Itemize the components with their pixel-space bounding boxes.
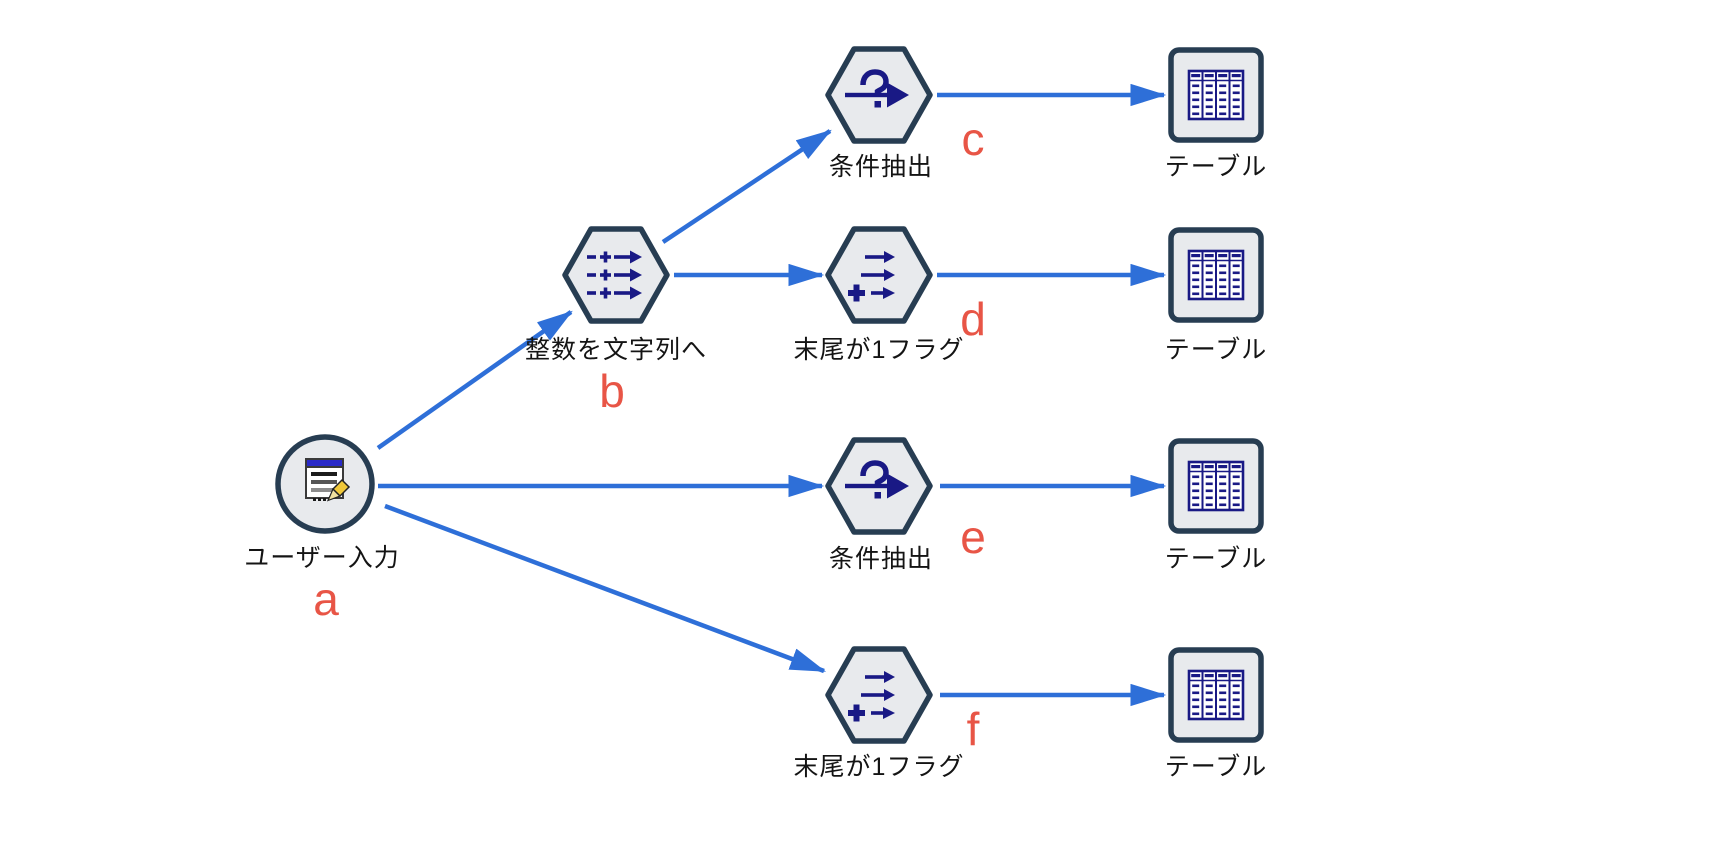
- node-derive-f[interactable]: [823, 644, 935, 751]
- node-label-table-1: テーブル: [1164, 153, 1268, 181]
- node-select-c[interactable]: [823, 44, 935, 151]
- table-icon: [1187, 669, 1245, 721]
- node-user-input[interactable]: [273, 432, 377, 541]
- annotation-letter-d: d: [960, 293, 986, 345]
- annotation-letter-c: c: [961, 113, 985, 165]
- select-icon: [845, 69, 909, 108]
- node-label-reclassify: 整数を文字列へ: [524, 336, 707, 364]
- annotation-letter-e: e: [960, 511, 986, 563]
- node-table-1[interactable]: [1166, 46, 1266, 149]
- node-table-3[interactable]: [1166, 437, 1266, 540]
- table-icon: [1187, 249, 1245, 301]
- derive-icon: [848, 671, 895, 722]
- derive-icon: [848, 251, 895, 302]
- node-label-select-c: 条件抽出: [828, 153, 933, 181]
- node-table-2[interactable]: [1166, 226, 1266, 329]
- node-label-user-input: ユーザー入力: [244, 544, 400, 572]
- connector-a-b: [376, 310, 573, 450]
- reclassify-icon: [587, 250, 642, 300]
- annotation-letter-f: f: [966, 703, 980, 755]
- node-label-derive-d: 末尾が1フラグ: [793, 336, 965, 364]
- node-derive-d[interactable]: [823, 224, 935, 331]
- select-icon: [845, 460, 909, 499]
- table-icon: [1187, 69, 1245, 121]
- node-select-e[interactable]: [823, 435, 935, 542]
- node-label-table-3: テーブル: [1164, 545, 1268, 573]
- node-label-table-4: テーブル: [1164, 753, 1268, 781]
- connector-a-f: [384, 503, 827, 674]
- annotation-letter-b: b: [599, 365, 625, 417]
- node-label-table-2: テーブル: [1164, 336, 1268, 364]
- connector-b-c: [661, 129, 832, 244]
- node-reclassify[interactable]: [560, 224, 672, 331]
- table-icon: [1187, 460, 1245, 512]
- user-input-icon: [305, 458, 351, 502]
- node-label-select-e: 条件抽出: [828, 545, 933, 573]
- node-table-4[interactable]: [1166, 646, 1266, 749]
- node-label-derive-f: 末尾が1フラグ: [793, 753, 965, 781]
- annotation-letter-a: a: [313, 573, 339, 625]
